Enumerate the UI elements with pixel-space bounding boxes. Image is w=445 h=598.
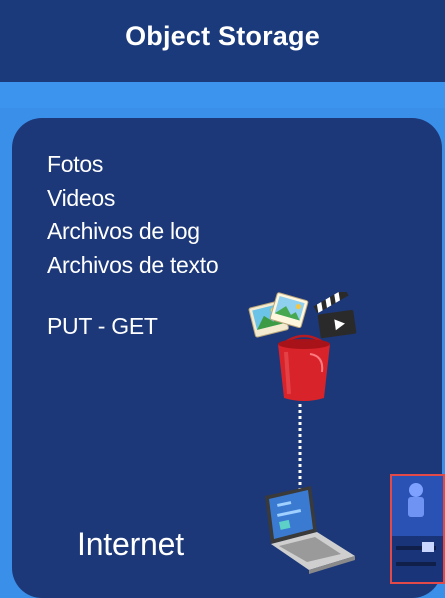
- header-bar: Object Storage: [0, 0, 445, 82]
- internet-label: Internet: [77, 526, 184, 562]
- bucket-icon: [278, 334, 330, 401]
- storage-item-list: Fotos Videos Archivos de log Archivos de…: [47, 148, 219, 282]
- http-methods-label: PUT - GET: [47, 313, 158, 339]
- clapperboard-icon: [313, 292, 357, 339]
- webcam-overlay: [390, 474, 445, 584]
- laptop-icon: [265, 486, 355, 574]
- list-item: Archivos de log: [47, 218, 200, 244]
- connector-line: [298, 404, 302, 492]
- list-item: Archivos de texto: [47, 251, 219, 278]
- list-item: Videos: [47, 184, 116, 211]
- page-title: Object Storage: [125, 20, 320, 51]
- content-card: [12, 118, 442, 598]
- list-item: Fotos: [47, 151, 104, 177]
- photos-icon: [248, 292, 309, 338]
- header-band: [0, 82, 445, 108]
- webcam-feed: [392, 476, 443, 582]
